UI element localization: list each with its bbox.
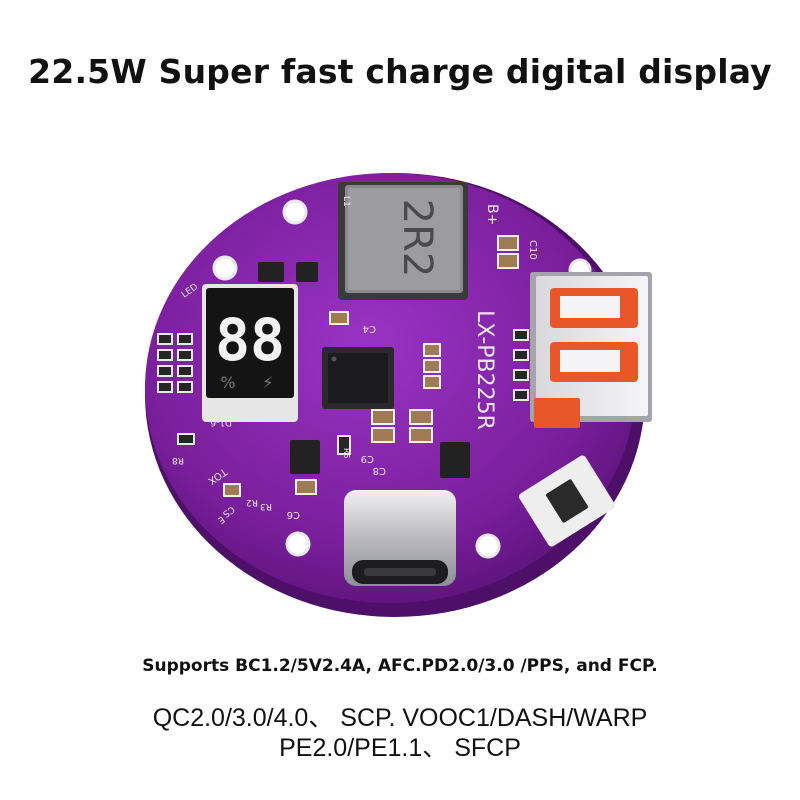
lightning-icon: ⚡ (262, 373, 273, 392)
silk-e: E (215, 514, 226, 526)
silk-r3: R3 (260, 501, 272, 511)
mcu-chip (322, 347, 394, 409)
silk-c10: C10 (527, 240, 538, 260)
caption-protocols-line-1: Supports BC1.2/5V2.4A, AFC.PD2.0/3.0 /PP… (142, 656, 658, 676)
smd-capacitors (223, 235, 519, 497)
tactile-switch (519, 455, 615, 547)
silk-c6: C6 (287, 509, 300, 520)
page-title: 22.5W Super fast charge digital display (28, 52, 772, 91)
inductor: 2R2 (338, 182, 468, 300)
silk-l1: L1 (341, 196, 351, 207)
usb-a-port (530, 272, 652, 428)
inductor-label: 2R2 (394, 199, 440, 278)
display-percent: % (220, 373, 235, 392)
mounting-holes (212, 199, 592, 559)
digital-display: 88 % ⚡ (202, 284, 298, 422)
usb-c-port (344, 490, 456, 586)
silk-c4: C4 (363, 323, 376, 334)
silk-b-plus: B+ (484, 204, 500, 225)
silk-r5: R5 (342, 448, 351, 459)
caption-protocols-line-2: QC2.0/3.0/4.0、 SCP. VOOC1/DASH/WARP (152, 704, 648, 732)
silk-d1-6: D1-6 (210, 417, 232, 427)
caption-protocols-line-3: PE2.0/PE1.1、 SFCP (279, 734, 521, 762)
display-digits: 88 (215, 306, 285, 374)
silk-r2: R2 (246, 497, 258, 507)
model-label: LX-PB225R (472, 310, 497, 430)
smd-resistors (157, 329, 529, 455)
mosfets (258, 262, 470, 478)
silk-c9: C9 (361, 453, 374, 464)
silk-c8: C8 (373, 465, 386, 476)
silk-r8: R8 (172, 455, 184, 465)
